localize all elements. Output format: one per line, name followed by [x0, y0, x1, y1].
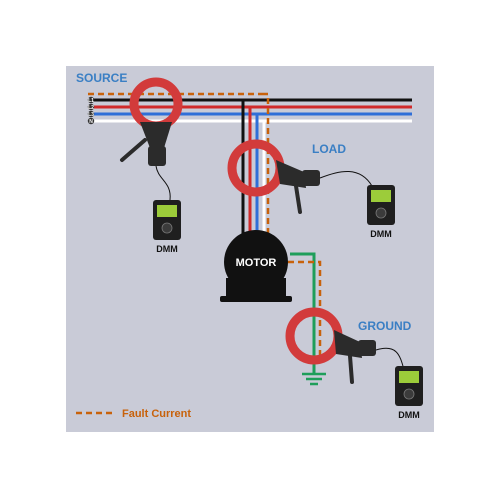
current-clamp-icon [285, 307, 376, 384]
dmm-1-label: DMM [156, 244, 178, 254]
dmm-meter-1: DMM [153, 200, 181, 254]
current-clamp-icon [120, 77, 183, 166]
phase-label-2: L2 [88, 105, 94, 111]
ground-clamp [285, 307, 405, 384]
phase-label-1: L1 [88, 98, 94, 104]
ground-symbol-icon [302, 372, 326, 386]
load-clamp [227, 139, 373, 214]
phase-label-n: N [89, 119, 93, 125]
current-clamp-icon [227, 139, 320, 214]
load-label: LOAD [312, 142, 346, 156]
legend-label: Fault Current [122, 408, 191, 420]
phase-label-3: L3 [88, 112, 94, 118]
dmm-meter-icon [153, 200, 181, 240]
dmm-3-label: DMM [398, 410, 420, 420]
dmm-meter-icon [395, 366, 423, 406]
dmm-2-label: DMM [370, 229, 392, 239]
dmm-meter-2: DMM [367, 185, 395, 239]
motor-icon [220, 230, 292, 302]
dmm-meter-3: DMM [395, 366, 423, 420]
dmm-meter-icon [367, 185, 395, 225]
source-label: SOURCE [76, 71, 127, 85]
legend: Fault Current [76, 408, 191, 420]
ground-label: GROUND [358, 319, 412, 333]
motor-label: MOTOR [236, 257, 277, 269]
source-clamp [120, 77, 183, 201]
phase-markers: L1 L2 L3 N [87, 96, 95, 125]
